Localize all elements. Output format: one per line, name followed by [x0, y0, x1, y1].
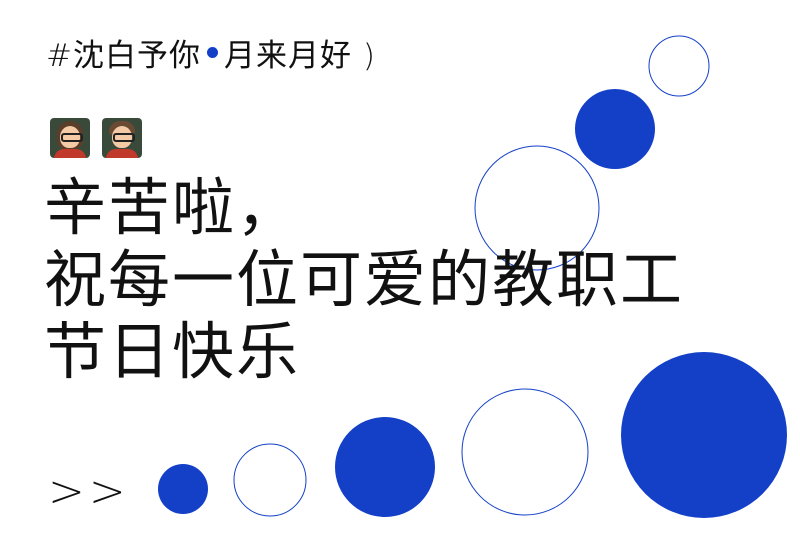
dot-icon	[206, 47, 218, 58]
emoji-row	[50, 118, 142, 158]
headline-line-3: 节日快乐	[44, 315, 301, 388]
filled-circle-large	[621, 352, 787, 518]
outline-circle-middle	[474, 145, 600, 271]
filled-circle-bottom-tiny	[158, 464, 208, 514]
outline-circle-small-top	[648, 35, 710, 97]
filled-circle-top	[575, 89, 655, 169]
filled-circle-bottom-medium	[335, 417, 435, 517]
hashtag-prefix: #沈白予你	[46, 38, 201, 74]
hashtag-title: #沈白予你 月来月好 )	[46, 30, 376, 75]
male-teacher-icon	[102, 118, 142, 158]
arrows-indicator: >>	[48, 466, 130, 517]
outline-circle-bottom-large	[461, 388, 589, 516]
headline-line-2: 祝每一位可爱的教职工	[44, 243, 685, 316]
headline-line-1: 辛苦啦，	[44, 171, 301, 244]
hashtag-suffix: 月来月好 )	[223, 38, 376, 74]
headline: 辛苦啦， 祝每一位可爱的教职工 节日快乐	[44, 172, 684, 388]
outline-circle-bottom-small	[233, 443, 307, 517]
female-teacher-icon	[50, 118, 90, 158]
